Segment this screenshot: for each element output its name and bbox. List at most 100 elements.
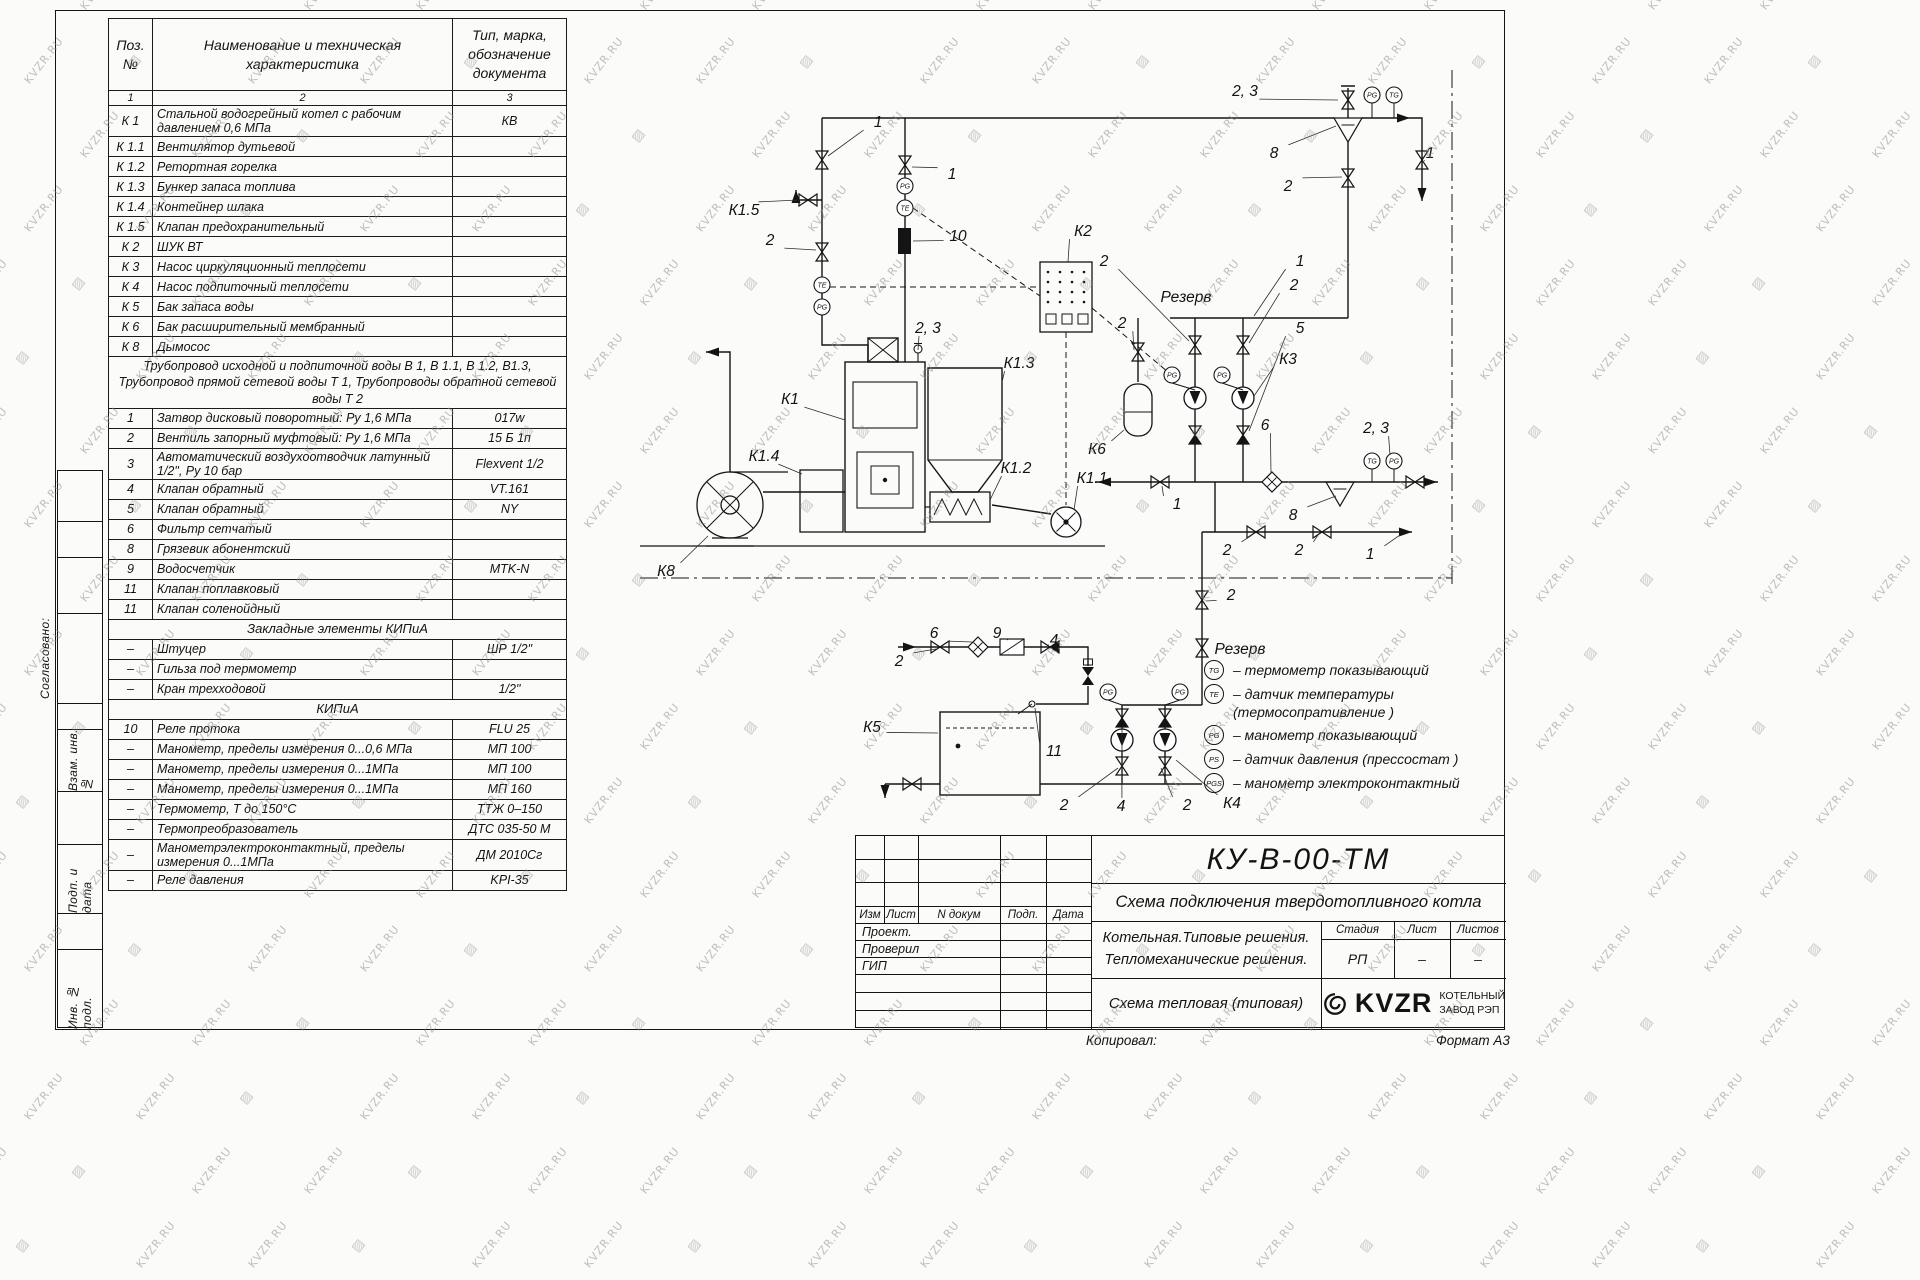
watermark-text: KVZR.RU (133, 1070, 179, 1123)
watermark-text: KVZR.RU (805, 1218, 851, 1271)
watermark-text: KVZR.RU (1869, 996, 1915, 1049)
titleblock-line (856, 859, 1091, 860)
watermark-text: KVZR.RU (1141, 1218, 1187, 1271)
watermark-text: ▨ (1916, 199, 1920, 220)
spec-cell-type (452, 518, 567, 540)
spec-section-text: КИПиА (108, 698, 567, 720)
stamp-divider (58, 949, 102, 950)
instrument-bubble-icon: ТG (1204, 660, 1224, 680)
spec-cell-type (452, 236, 567, 257)
spec-cell-pos: К 1 (108, 105, 153, 137)
watermark-text: ▨ (12, 347, 33, 368)
spec-cell-pos: 11 (108, 598, 153, 620)
watermark-text: KVZR.RU (1589, 330, 1635, 383)
stamp-divider (58, 729, 102, 730)
spec-cell-type: NY (452, 498, 567, 520)
spec-cell-pos: 5 (108, 498, 153, 520)
watermark-text: KVZR.RU (693, 1070, 739, 1123)
legend-item: PG– манометр показывающий (1204, 725, 1484, 746)
stamp-divider (58, 557, 102, 558)
spec-colnum-2: 2 (152, 90, 453, 106)
watermark-text: KVZR.RU (0, 256, 11, 309)
spec-cell-type: 1/2" (452, 678, 567, 700)
spec-cell-pos: К 1.4 (108, 196, 153, 217)
titleblock-line (918, 836, 919, 923)
spec-cell-type: КВ (452, 105, 567, 137)
watermark-text: ▨ (1860, 421, 1881, 442)
spec-cell-pos: – (108, 678, 153, 700)
legend-text: – манометр электроконтактный (1233, 775, 1460, 792)
watermark-text: ▨ (1804, 495, 1825, 516)
instrument-bubble-icon: PG (1204, 725, 1224, 746)
spec-cell-name: Клапан предохранительный (152, 216, 453, 237)
watermark-text: KVZR.RU (1813, 626, 1859, 679)
spec-cell-name: Реле протока (152, 718, 453, 740)
legend-text: – термометр показывающий (1233, 662, 1429, 678)
watermark-text: KVZR.RU (1757, 108, 1803, 161)
doc-number: КУ-В-00-ТМ (1206, 842, 1391, 876)
watermark-text: KVZR.RU (1645, 1144, 1691, 1197)
spec-cell-pos: 6 (108, 518, 153, 540)
watermark-text: KVZR.RU (1589, 478, 1635, 531)
titleblock-line (1321, 939, 1506, 940)
watermark-text: ▨ (1076, 1161, 1097, 1182)
watermark-text: KVZR.RU (1869, 552, 1915, 605)
titleblock-line (1046, 836, 1047, 1029)
spec-header-name: Наименование и техническая характеристик… (152, 18, 453, 91)
watermark-text: ▨ (68, 1161, 89, 1182)
watermark-text: KVZR.RU (1589, 774, 1635, 827)
spec-colnum-1: 1 (108, 90, 153, 106)
spec-cell-pos: – (108, 638, 153, 660)
spec-cell-type (452, 156, 567, 177)
titleblock-line (856, 882, 1091, 883)
spec-cell-name: Манометрэлектроконтактный, пределы измер… (152, 838, 453, 871)
spec-section-row: Трубопровод исходной и подпиточной воды … (108, 356, 567, 409)
watermark-text: KVZR.RU (1533, 700, 1579, 753)
spec-section-row: Закладные элементы КИПиА (108, 618, 567, 640)
watermark-text: KVZR.RU (189, 1144, 235, 1197)
kvzr-logo: KVZR КОТЕЛЬНЫЙ ЗАВОД РЭП (1321, 978, 1506, 1029)
watermark-text: ▨ (348, 1235, 369, 1256)
spec-section-row: КИПиА (108, 698, 567, 720)
watermark-text: ▨ (1748, 717, 1769, 738)
spec-row: –Манометрэлектроконтактный, пределы изме… (108, 838, 567, 871)
watermark-text: KVZR.RU (1533, 552, 1579, 605)
spec-cell-type: МП 100 (452, 738, 567, 760)
spec-cell-type (452, 176, 567, 197)
spec-cell-name: Грязевик абонентский (152, 538, 453, 560)
spec-cell-type: МП 160 (452, 778, 567, 800)
role-checked: Проверил (862, 941, 920, 956)
watermark-text: KVZR.RU (0, 848, 11, 901)
instrument-bubble-icon: ТЕ (1204, 684, 1224, 704)
spec-cell-type (452, 336, 567, 357)
watermark-text: ▨ (404, 1161, 425, 1182)
stamp-divider (58, 703, 102, 704)
spec-cell-type (452, 256, 567, 277)
titleblock-line (856, 992, 1091, 993)
watermark-text: KVZR.RU (1701, 478, 1747, 531)
watermark-text: KVZR.RU (861, 1144, 907, 1197)
margin-cell-vzam: Взам. инв. № (58, 729, 102, 791)
spec-cell-type: MTK-N (452, 558, 567, 580)
spec-section-text: Закладные элементы КИПиА (108, 618, 567, 640)
watermark-text: KVZR.RU (245, 1218, 291, 1271)
sheet-frame (55, 10, 1505, 1030)
watermark-text: KVZR.RU (1869, 256, 1915, 309)
spec-cell-name: ШУК ВТ (152, 236, 453, 257)
titleblock-line (856, 974, 1091, 975)
spec-cell-name: Бак расширительный мембранный (152, 316, 453, 337)
spec-cell-name: Дымосос (152, 336, 453, 357)
watermark-text: KVZR.RU (1757, 404, 1803, 457)
watermark-text: KVZR.RU (1869, 700, 1915, 753)
spec-cell-pos: – (108, 818, 153, 840)
